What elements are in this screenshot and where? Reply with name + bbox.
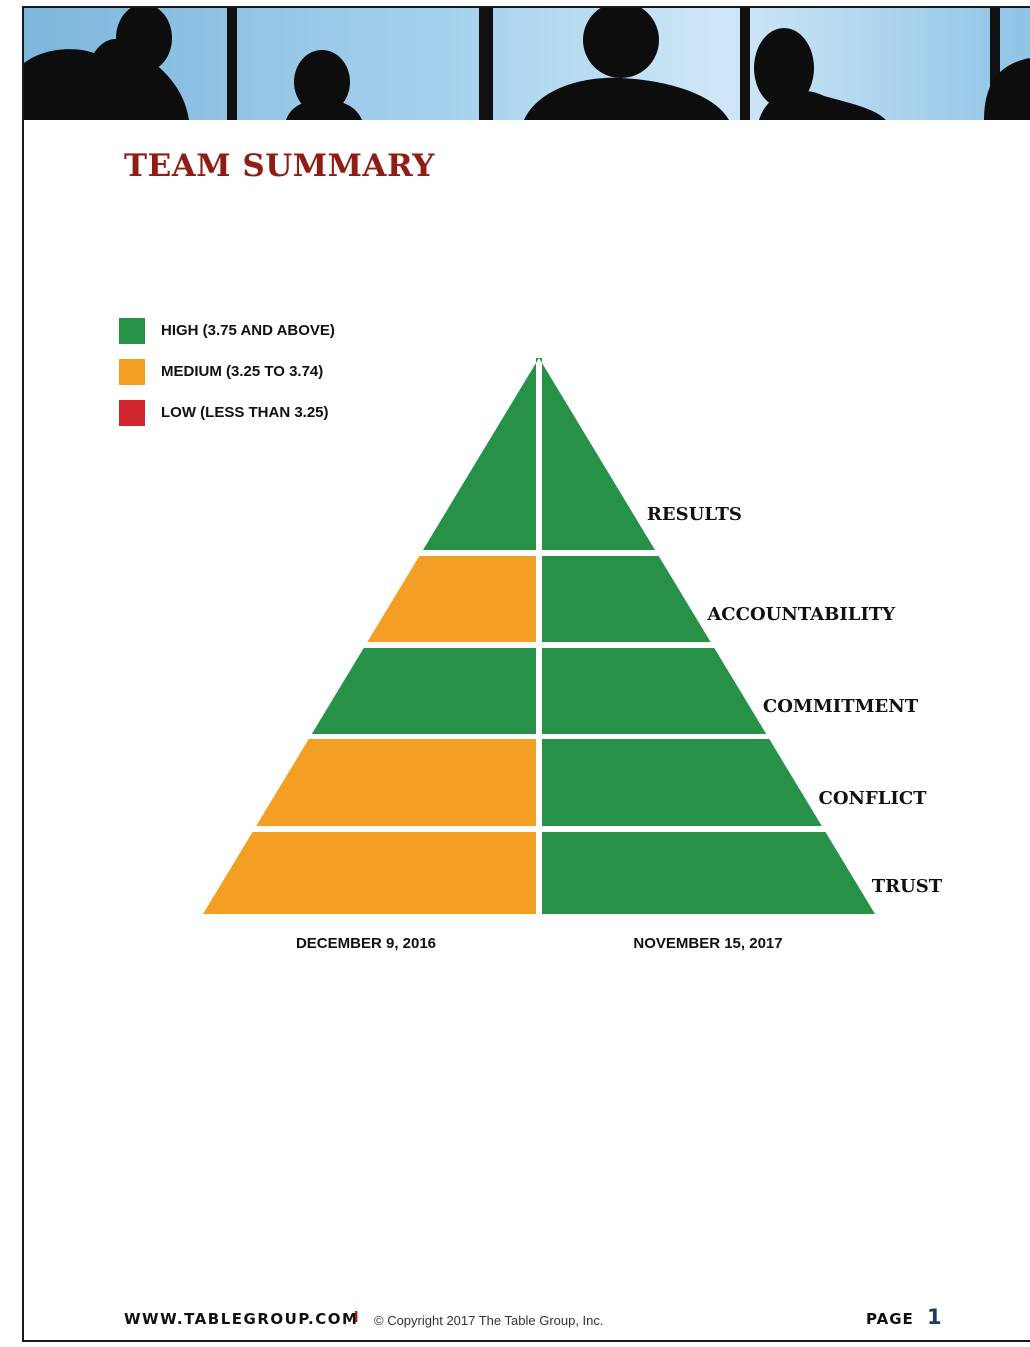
footer-website: WWW.TABLEGROUP.COM (124, 1310, 359, 1328)
legend-label-high: HIGH (3.75 AND ABOVE) (161, 322, 335, 339)
level-label-trust: TRUST (872, 876, 943, 897)
legend-swatch-low (119, 400, 145, 426)
footer-copyright: © Copyright 2017 The Table Group, Inc. (374, 1313, 604, 1328)
series-date-label-2: NOVEMBER 15, 2017 (633, 935, 782, 952)
pyramid-segment-left-trust (203, 832, 536, 914)
legend-label-low: LOW (LESS THAN 3.25) (161, 404, 329, 421)
footer-page-label: PAGE (866, 1310, 914, 1328)
footer-page-number: 1 (927, 1305, 942, 1329)
level-label-conflict: CONFLICT (819, 788, 928, 809)
pyramid-segment-right-trust (542, 832, 875, 914)
page-title: TEAM SUMMARY (124, 148, 435, 184)
pyramid-segment-left-accountability (367, 556, 536, 642)
header-banner-image (24, 8, 1030, 120)
pyramid-segment-left-conflict (256, 739, 536, 826)
pyramid-segment-right-results (539, 358, 656, 550)
pyramid-segment-left-commitment (311, 648, 536, 734)
level-label-accountability: ACCOUNTABILITY (706, 604, 896, 625)
legend-label-medium: MEDIUM (3.25 TO 3.74) (161, 363, 324, 380)
pyramid-segment-left-results (422, 358, 539, 550)
series-date-label-1: DECEMBER 9, 2016 (296, 935, 436, 952)
report-page: TEAM SUMMARY HIGH (3.75 AND ABOVE) MEDIU… (22, 6, 1030, 1342)
footer-separator: I (354, 1309, 359, 1326)
level-label-commitment: COMMITMENT (763, 696, 919, 717)
pyramid-segment-right-conflict (542, 739, 822, 826)
pyramid-segment-right-accountability (542, 556, 711, 642)
level-label-results: RESULTS (647, 504, 742, 525)
legend-swatch-high (119, 318, 145, 344)
team-pyramid-chart: RESULTS ACCOUNTABILITY COMMITMENT CONFLICT T… (203, 358, 943, 952)
legend-swatch-medium (119, 359, 145, 385)
pyramid-segment-right-commitment (542, 648, 767, 734)
